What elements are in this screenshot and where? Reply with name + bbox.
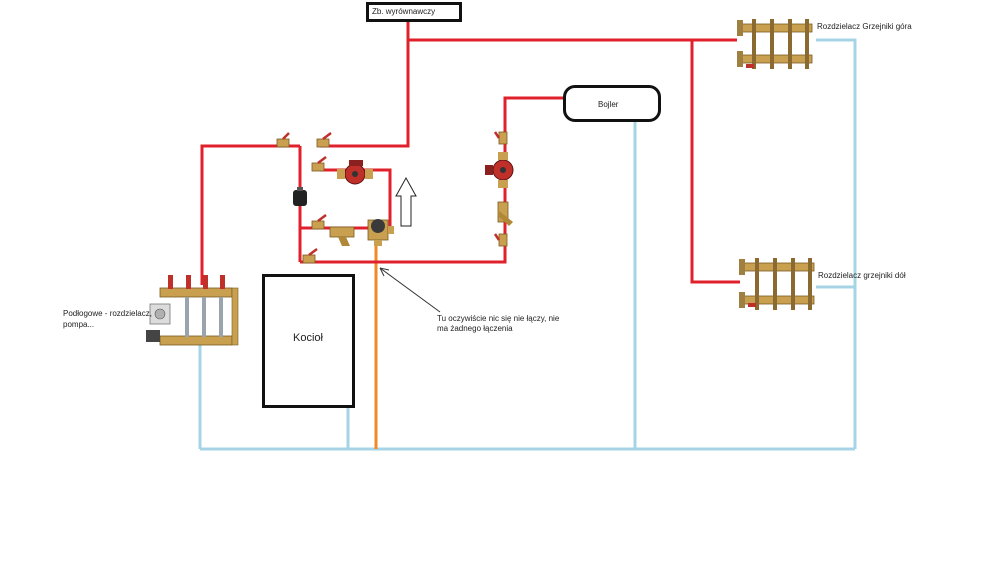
ball-valve-7 [493,233,508,247]
hot-water-tank-label: Bojler [598,100,619,109]
floor-heating-label: Podłogowe - rozdzielacz, pompa... [63,308,152,330]
strainer-left [329,226,355,246]
note-label: Tu oczywiście nic się nie łączy, nie ma … [437,314,559,334]
boiler-box [262,274,355,408]
strainer-right [497,201,513,226]
note-label-line2: ma żadnego łączenia [437,324,513,333]
circulation-pump-1 [337,160,373,185]
ball-valve-6 [493,131,508,145]
expansion-tank-label: Zb. wyrównawczy [372,7,436,16]
floor-heating-label-line1: Podłogowe - rozdzielacz, [63,309,152,318]
radiator-manifold-upper [737,19,813,69]
supply-lower-radiators [690,40,740,284]
ball-valve-1 [276,132,290,148]
radiators-upper-label: Rozdzielacz Grzejniki góra [817,22,912,31]
ball-valve-3 [311,156,327,172]
check-valve [293,187,307,206]
supply-pipes [200,22,740,285]
note-arrow [379,267,441,313]
boiler-label: Kocioł [293,332,323,344]
note-label-line1: Tu oczywiście nic się nie łączy, nie [437,314,560,323]
ball-valve-4 [311,214,327,230]
return-radiators-riser [816,38,857,449]
floor-heating-manifold [146,275,239,346]
radiator-manifold-lower [739,258,815,310]
supply-main-line [320,22,410,148]
expansion-tank-box [366,2,462,22]
mixing-valve [367,219,394,246]
floor-heating-label-line2: pompa... [63,320,95,329]
ball-valve-5 [302,248,318,264]
radiators-lower-label: Rozdzielacz grzejniki dół [818,271,906,280]
circulation-pump-2 [485,152,514,188]
return-pipes [198,38,857,451]
hot-water-tank-box [563,85,661,122]
flow-up-arrow [395,176,417,227]
supply-floor-left [200,144,300,285]
ball-valve-2 [316,132,332,148]
